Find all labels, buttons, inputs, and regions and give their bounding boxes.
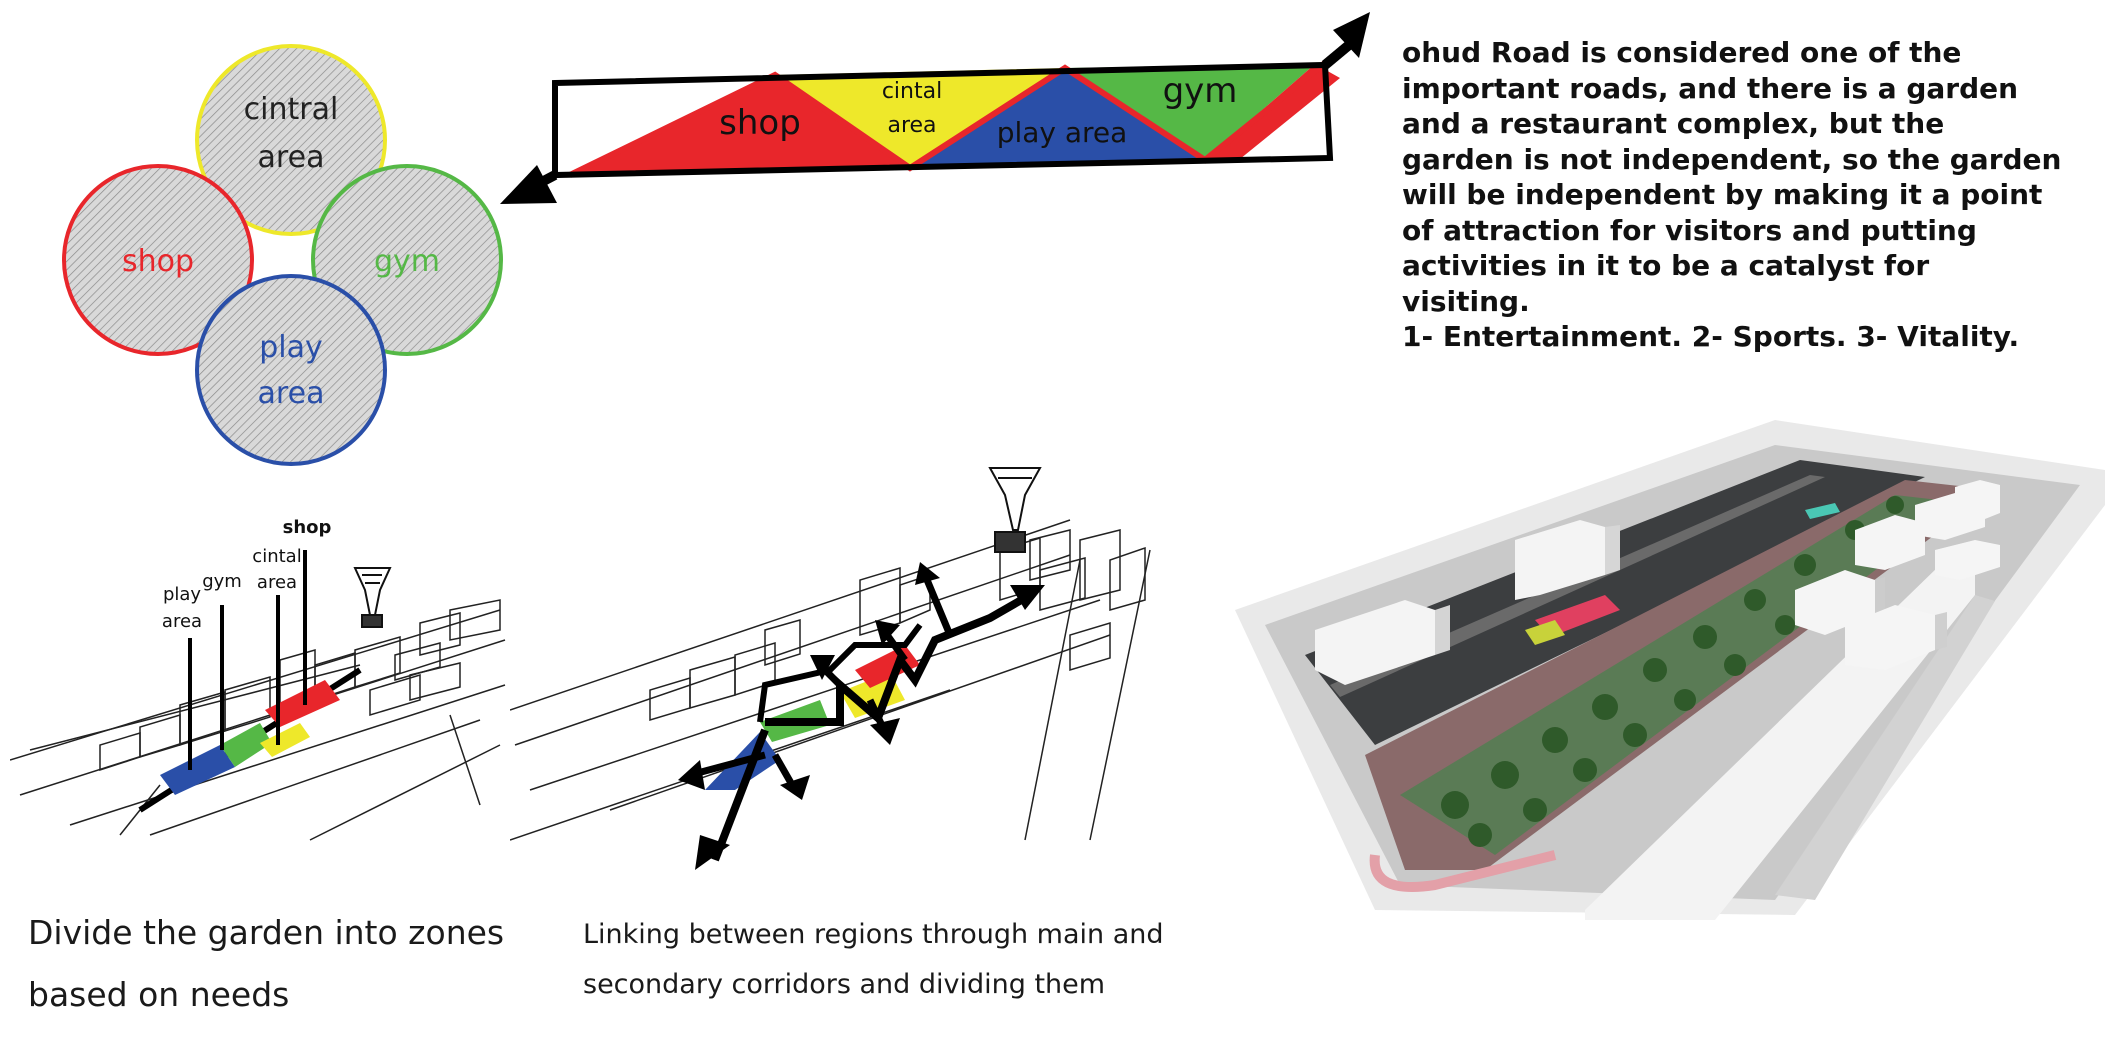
caption-linking: Linking between regions through main and…: [583, 919, 1164, 1000]
sketch2-linework: [510, 519, 1151, 841]
render-buildings-right: [1585, 480, 2000, 920]
arrow-ne-head: [915, 562, 940, 585]
sketch-label-play-1: play: [163, 584, 201, 605]
sketch-label-cintal-2: area: [257, 572, 297, 593]
zone-cintal-area: [260, 723, 310, 757]
main-corridor: [765, 591, 1032, 726]
corridor-branch-ne: [921, 573, 954, 637]
render-colored-plaza-yellow: [1525, 620, 1565, 645]
venn-label-play-1: play: [259, 330, 323, 365]
zone-shop: [265, 680, 340, 727]
venn-circle-play: [195, 274, 387, 466]
strip-outline: [552, 61, 1334, 179]
strip-red-tail: [1205, 64, 1340, 163]
render-trees: [1441, 496, 1904, 847]
site-3d-render: [1235, 420, 2105, 920]
zone-play-area: [160, 745, 235, 795]
sketch-label-shop: shop: [283, 517, 332, 538]
tower-icon: [353, 567, 392, 628]
arrow-east-head: [1010, 585, 1045, 610]
sketch-label-play-2: area: [162, 611, 202, 632]
project-description: ohud Road is considered one of the impor…: [1402, 35, 2062, 355]
strip-shop-zone: [570, 75, 910, 175]
render-pool: [1805, 503, 1840, 519]
zone-strip-diagram: shop cintal area play area gym: [500, 12, 1370, 204]
venn-label-central-2: area: [258, 140, 325, 175]
sketch-label-gym: gym: [202, 571, 242, 592]
strip-label-gym: gym: [1163, 71, 1238, 111]
tower2-icon: [988, 467, 1042, 553]
strip-label-cintal-1: cintal: [882, 79, 942, 104]
venn-label-central-1: cintral: [244, 92, 339, 127]
render-buildings-left: [1315, 520, 1620, 685]
corridor-branch-w: [689, 751, 766, 779]
render-road: [1305, 460, 1925, 745]
strip-label-shop: shop: [719, 103, 801, 143]
secondary-corridor: [757, 623, 923, 723]
arrow-s-head: [780, 775, 810, 800]
strip-zigzag-line: [568, 60, 1327, 178]
strip-label-cintal-2: area: [887, 113, 936, 138]
venn-circle-shop: [62, 164, 254, 356]
linking-corridors-sketch: [510, 467, 1151, 870]
arrow-s2-head: [870, 718, 900, 745]
strip-arrow-right-head: [1333, 12, 1370, 58]
arrow-w-head: [678, 760, 705, 790]
corridor-branch-sw: [711, 728, 769, 862]
strip-cintal-zone: [775, 68, 1065, 168]
strip-label-play: play area: [997, 116, 1128, 149]
arrow-sw-head: [695, 835, 730, 870]
render-running-track: [1369, 850, 1557, 892]
zoning-site-sketch: play area gym cintal area shop: [10, 517, 506, 841]
strip-play-zone: [910, 68, 1205, 168]
strip-gym-zone: [1065, 64, 1315, 160]
render-road-lane: [1330, 475, 1825, 697]
strip-arrow-left-head: [500, 165, 557, 204]
arrow-n-head: [875, 620, 900, 645]
venn-circle-central: [195, 44, 387, 236]
caption-zones: Divide the garden into zones based on ne…: [28, 913, 505, 1014]
zones-venn-diagram: cintral area shop gym play area: [62, 44, 503, 466]
venn-label-gym: gym: [374, 244, 440, 279]
description-list: 1- Entertainment. 2- Sports. 3- Vitality…: [1402, 320, 2020, 353]
sketch-label-cintal-1: cintal: [252, 546, 301, 567]
zone-gym: [220, 723, 272, 767]
venn-label-play-2: area: [258, 376, 325, 411]
arrow-nw-head: [810, 655, 835, 680]
sketch-linework: [10, 599, 506, 841]
description-paragraph: ohud Road is considered one of the impor…: [1402, 36, 2062, 318]
venn-label-shop: shop: [122, 244, 194, 279]
